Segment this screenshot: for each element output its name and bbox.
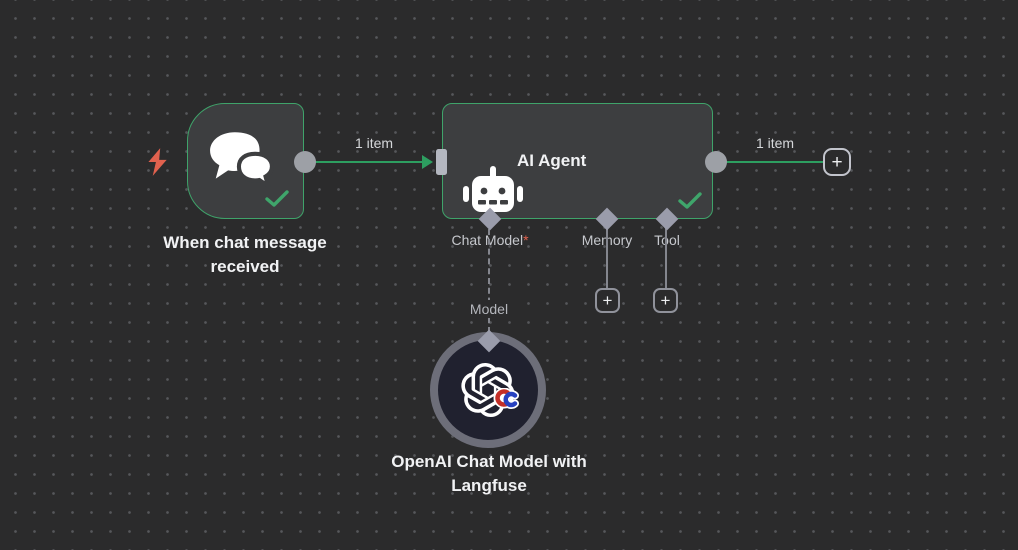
port-label-chat-model: Chat Model* bbox=[430, 232, 550, 248]
success-check-icon bbox=[265, 190, 289, 212]
connection-items-label: 1 item bbox=[354, 135, 394, 151]
openai-icon bbox=[461, 363, 519, 418]
trigger-bolt-icon bbox=[144, 147, 170, 177]
trigger-node-label: When chat message received bbox=[163, 233, 327, 276]
add-memory-button[interactable]: + bbox=[595, 288, 620, 313]
node-when-chat-message-received[interactable] bbox=[187, 103, 304, 219]
connection-trigger-to-agent[interactable] bbox=[314, 161, 423, 163]
output-items-label: 1 item bbox=[755, 135, 795, 151]
langfuse-badge-icon bbox=[493, 387, 519, 415]
add-next-node-button[interactable]: + bbox=[823, 148, 851, 176]
node-ai-agent[interactable]: AI Agent bbox=[442, 103, 713, 219]
tool-stub-line bbox=[665, 227, 667, 289]
required-marker: * bbox=[523, 232, 529, 248]
port-label-tool: Tool bbox=[654, 232, 680, 248]
connection-chat-model[interactable] bbox=[488, 229, 490, 333]
model-node-label: OpenAI Chat Model with Langfuse bbox=[391, 452, 587, 495]
port-label-text: Chat Model bbox=[451, 232, 524, 248]
connection-agent-output[interactable] bbox=[725, 161, 824, 163]
connection-arrowhead-icon bbox=[422, 155, 433, 169]
robot-icon bbox=[463, 165, 523, 223]
agent-node-title: AI Agent bbox=[517, 151, 587, 170]
agent-input-connector[interactable] bbox=[436, 149, 447, 175]
trigger-output-connector[interactable] bbox=[294, 151, 316, 173]
success-check-icon bbox=[678, 192, 702, 214]
add-tool-button[interactable]: + bbox=[653, 288, 678, 313]
chat-bubbles-icon bbox=[208, 129, 275, 194]
model-port-label: Model bbox=[454, 300, 524, 318]
memory-stub-line bbox=[606, 227, 608, 289]
agent-output-connector[interactable] bbox=[705, 151, 727, 173]
